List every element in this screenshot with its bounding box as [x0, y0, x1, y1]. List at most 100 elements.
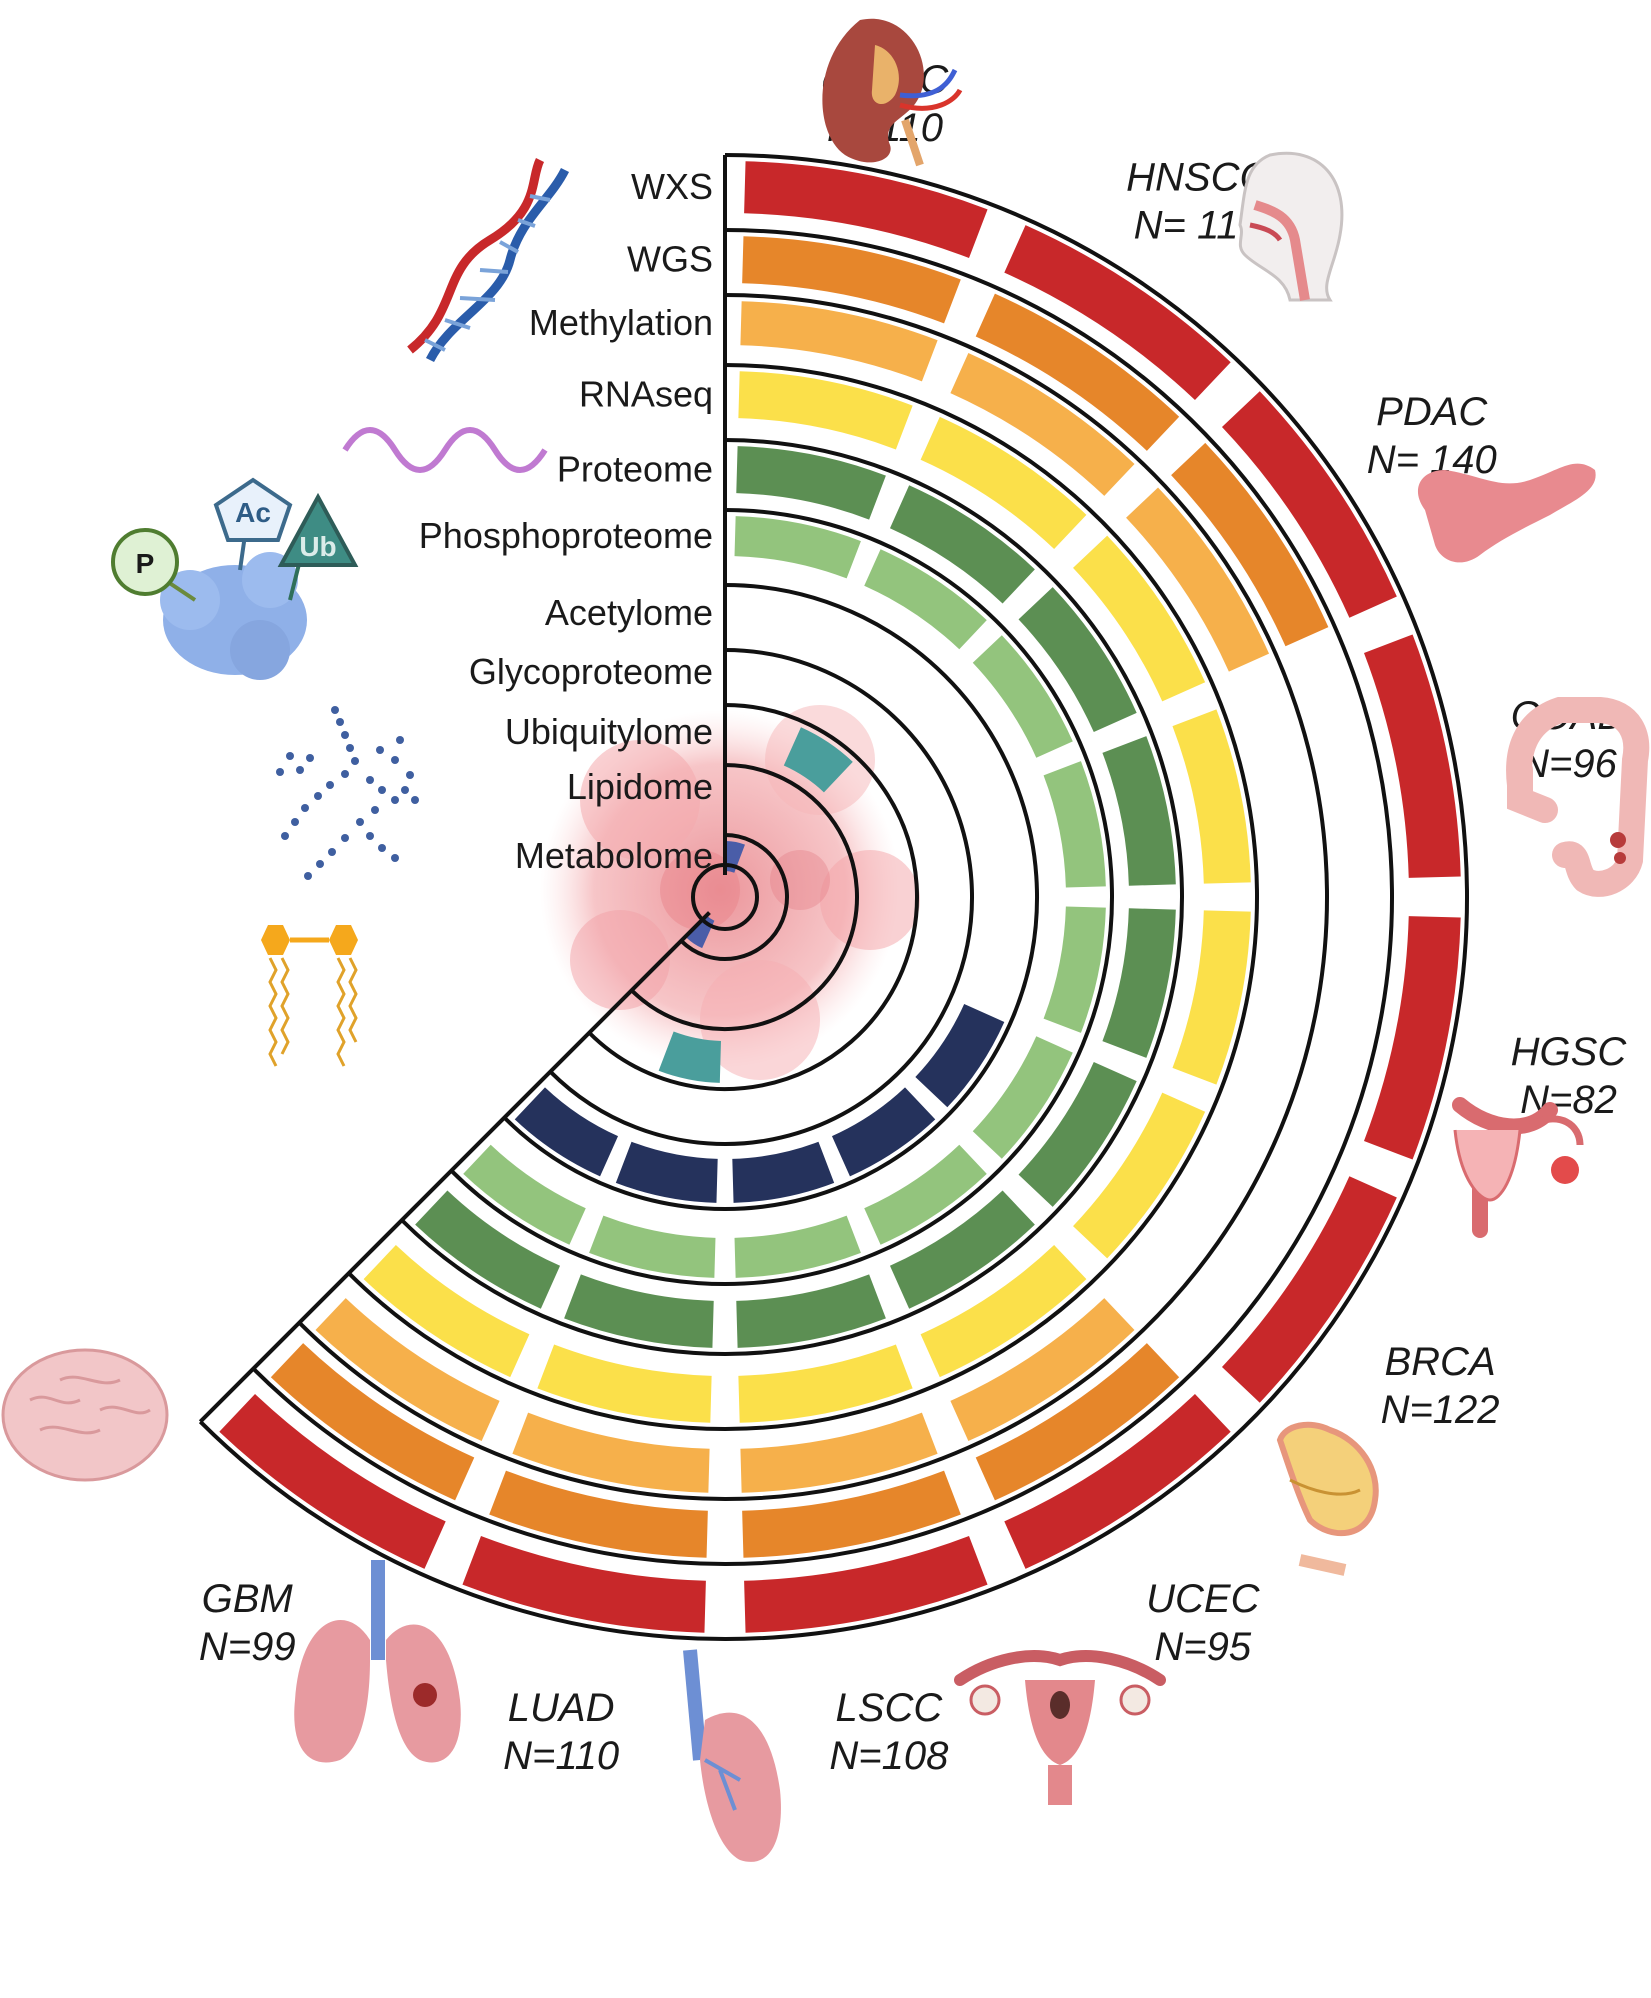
phosphoproteome-segment-pdac	[972, 635, 1073, 758]
cancer-name-brca: BRCA	[1384, 1340, 1495, 1384]
methylation-segment-lscc	[740, 1412, 938, 1493]
rnaseq-segment-gbm	[363, 1245, 530, 1378]
metabolome-ring-outline	[679, 833, 789, 961]
omics-label-glycoproteome: Glycoproteome	[469, 651, 713, 692]
proteome-segment-gbm	[415, 1190, 561, 1309]
phosphoproteome-segment-luad	[589, 1215, 716, 1278]
svg-text:P: P	[136, 548, 155, 579]
rnaseq-segment-lscc	[738, 1344, 913, 1423]
proteome-segment-coad	[1102, 736, 1176, 886]
lung-lscc-icon	[683, 1649, 781, 1862]
proteome-segment-hgsc	[1102, 908, 1176, 1058]
phosphoproteome-segment-ucec	[864, 1144, 987, 1245]
rnaseq-segment-ucec	[920, 1245, 1087, 1378]
wgs-segment-ucec	[975, 1343, 1180, 1501]
svg-text:Ub: Ub	[299, 531, 336, 562]
colon-icon	[1506, 697, 1650, 897]
phosphoproteome-segment-hgsc	[1043, 906, 1106, 1033]
wxs-segment-coad	[1363, 634, 1461, 878]
cancer-name-luad: LUAD	[508, 1686, 615, 1730]
methylation-segment-pdac	[1126, 487, 1270, 672]
omics-label-wgs: WGS	[627, 239, 713, 280]
wgs-segment-luad	[489, 1470, 708, 1558]
wxs-segment-ucec	[1004, 1393, 1231, 1569]
cancer-name-lscc: LSCC	[836, 1686, 944, 1730]
cancer-count-brca: N=122	[1381, 1388, 1500, 1432]
wgs-segment-pdac	[1171, 442, 1329, 647]
acetylome-segment-gbm	[514, 1087, 619, 1177]
wgs-segment-gbm	[270, 1343, 475, 1501]
phosphoproteome-segment-brca	[972, 1036, 1073, 1159]
lung-luad-icon	[294, 1560, 461, 1763]
ubiquitin-icon: Ub	[277, 492, 359, 567]
rnaseq-segment-hnscc	[920, 416, 1087, 549]
brain-icon	[1, 1348, 169, 1482]
kidney-icon	[822, 18, 963, 167]
phosphoproteome-segment-coad	[1043, 761, 1106, 888]
proteome-segment-lscc	[736, 1274, 886, 1348]
acetylome-segment-luad	[615, 1141, 718, 1203]
cancer-name-gbm: GBM	[202, 1577, 294, 1621]
wgs-segment-ccrcc	[742, 236, 961, 324]
protein-ptm-icon: P Ac Ub	[111, 477, 359, 680]
wgs-segment-hnscc	[975, 293, 1180, 451]
wxs-segment-hgsc	[1363, 916, 1461, 1160]
proteome-segment-ucec	[889, 1190, 1035, 1309]
svg-text:Ac: Ac	[235, 497, 271, 528]
phospho-icon: P	[111, 528, 179, 596]
acetylome-segment-lscc	[732, 1141, 835, 1203]
glycoproteome-ring-outline	[548, 648, 974, 1146]
ubiquitylome-segment-hnscc	[783, 727, 853, 793]
rnaseq-segment-ccrcc	[738, 371, 913, 450]
methylation-segment-luad	[512, 1412, 710, 1493]
rnaseq-segment-luad	[537, 1344, 712, 1423]
omics-label-wxs: WXS	[631, 166, 713, 207]
omics-label-lipidome: Lipidome	[567, 766, 713, 807]
rnaseq-segment-brca	[1073, 1092, 1206, 1259]
omics-label-ubiquitylome: Ubiquitylome	[505, 711, 713, 752]
uterus-icon	[954, 1650, 1166, 1805]
cancer-count-luad: N=110	[503, 1734, 619, 1778]
wgs-segment-lscc	[742, 1470, 961, 1558]
center-point	[691, 863, 759, 931]
wxs-segment-pdac	[1221, 391, 1397, 618]
radial-boundary-bottom	[198, 911, 711, 1424]
omics-label-methylation: Methylation	[529, 302, 713, 343]
wgs-ring-outline	[251, 228, 1394, 1566]
omics-layer-labels: WXSWGSMethylationRNAseqProteomePhosphopr…	[419, 166, 713, 876]
acetyl-icon: Ac	[213, 477, 293, 542]
methylation-segment-gbm	[315, 1298, 500, 1442]
tumor-cells-illustration	[540, 705, 920, 1080]
rna-wave-icon	[342, 427, 548, 473]
wxs-segment-luad	[462, 1535, 706, 1633]
ubiquitylome-ring-outline	[587, 703, 919, 1091]
wxs-segment-hnscc	[1004, 225, 1231, 401]
cancer-count-coad: N=96	[1520, 742, 1617, 786]
acetylome-ring-outline	[502, 583, 1039, 1211]
cancer-name-ucec: UCEC	[1146, 1577, 1260, 1621]
proteome-segment-hnscc	[889, 485, 1035, 604]
rnaseq-segment-pdac	[1073, 535, 1206, 702]
omics-label-proteome: Proteome	[557, 449, 713, 490]
omics-rings	[198, 153, 1469, 1641]
omics-label-metabolome: Metabolome	[515, 835, 713, 876]
acetylome-segment-ucec	[831, 1087, 936, 1177]
omics-label-acetylome: Acetylome	[545, 592, 713, 633]
cancer-name-pdac: PDAC	[1376, 390, 1488, 434]
breast-icon	[1276, 1421, 1379, 1576]
wxs-segment-ccrcc	[744, 161, 988, 259]
wxs-ring-outline	[198, 153, 1469, 1641]
rnaseq-segment-hgsc	[1172, 910, 1251, 1085]
lipid-icon	[261, 925, 358, 1067]
wxs-segment-lscc	[744, 1535, 988, 1633]
omics-label-rnaseq: RNAseq	[579, 374, 713, 415]
wxs-segment-gbm	[219, 1393, 446, 1569]
wxs-segment-brca	[1221, 1176, 1397, 1403]
lipidome-ring-outline	[630, 763, 859, 1031]
methylation-ring-outline	[297, 293, 1329, 1501]
